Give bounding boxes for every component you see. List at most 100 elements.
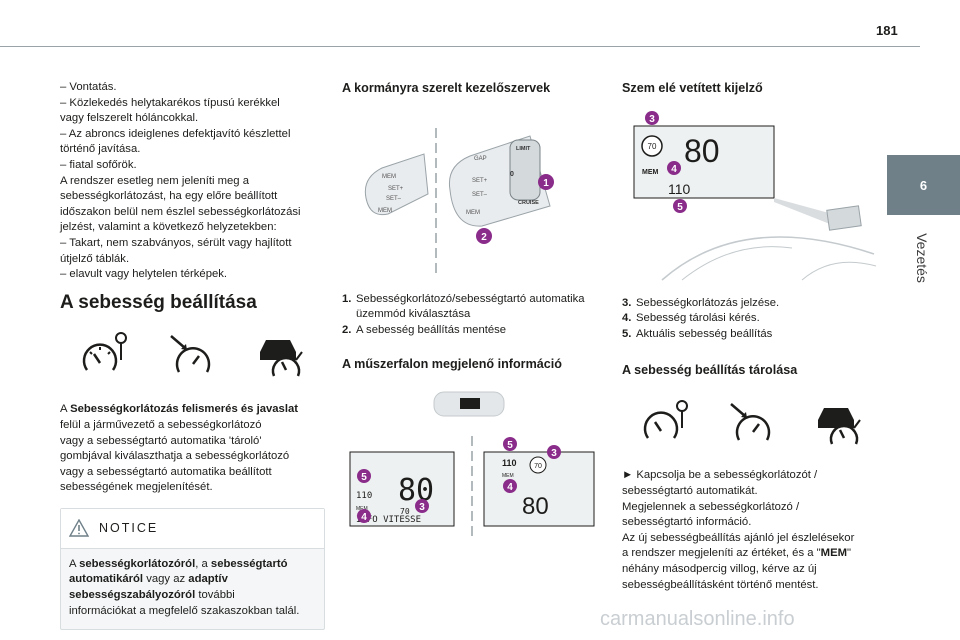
store-paragraph-line: néhány másodpercig villog, kérve az új <box>622 562 817 575</box>
legend-number: 1. <box>342 292 352 305</box>
cluster-right-set-speed: 110 <box>502 458 517 468</box>
intro-line: – Közlekedés helytakarékos típusú kerékk… <box>60 96 280 109</box>
notice-text-part: automatikáról <box>69 573 144 586</box>
legend-number: 2. <box>342 323 352 336</box>
legend-text: Sebességkorlátozó/sebességtartó automati… <box>356 292 585 321</box>
stalk-label-set-minus: SET– <box>472 192 488 198</box>
badge-5-left <box>357 469 371 484</box>
legend-text: Sebesség tárolási kérés. <box>636 312 760 325</box>
notice-text-part: adaptív <box>188 573 228 586</box>
car-speed-gauge-icon <box>817 408 861 445</box>
badge-2-label: 2 <box>481 232 487 243</box>
cluster-right-sign-value: 70 <box>534 463 542 470</box>
intro-line: – Takart, nem szabványos, sérült vagy ha… <box>60 236 292 249</box>
badge-3-hud <box>645 111 659 125</box>
notice-line-1: A sebességkorlátozóról, a sebességtartó <box>69 557 316 573</box>
car-speed-gauge-icon <box>259 340 303 377</box>
notice-text-part: vagy az <box>143 573 189 586</box>
paragraph-line: vagy a sebességtartó automatika 'tároló' <box>60 434 262 447</box>
cluster-info-title: A műszerfalon megjelenő információ <box>342 357 562 372</box>
speed-limit-sign-gauge-icon <box>644 400 689 440</box>
badge-3-right-label: 3 <box>551 448 557 459</box>
hud-sign-circle <box>641 135 663 157</box>
badge-4-left-label: 4 <box>361 512 367 523</box>
stalk-label-mem: MEM <box>466 210 480 216</box>
badge-5-hud-label: 5 <box>677 202 683 213</box>
instrument-cluster-illustration: 80 110 MEM 70 INFO VITESSE 80 110 MEM 70… <box>349 391 595 537</box>
notice-line-2: automatikáról vagy az adaptív <box>69 572 316 588</box>
header-rule <box>0 46 920 47</box>
intro-line: – Az abroncs ideiglenes defektjavító kés… <box>60 127 291 140</box>
paragraph-line: felül a járművezető a sebességkorlátozó <box>60 418 262 431</box>
hud-mem: MEM <box>642 169 659 176</box>
intro-line: vagy felszerelt hóláncokkal. <box>60 112 199 125</box>
cluster-left-set-speed: 110 <box>356 491 372 501</box>
head-up-display-illustration: 70 80 MEM 110 3 4 5 <box>633 111 877 281</box>
legend-number: 4. <box>622 312 632 325</box>
hud-title: Szem elé vetített kijelző <box>622 81 763 95</box>
paragraph-rest: felül a járművezető a sebességkorlátozó v… <box>60 418 325 496</box>
paragraph-line: vagy a sebességtartó automatika beállíto… <box>60 465 272 478</box>
store-paragraph-line: sebességtartó információ. <box>622 516 752 529</box>
watermark: carmanualsonline.info <box>600 608 795 630</box>
recognition-paragraph: A Sebességkorlátozás felismerés és javas… <box>60 402 325 496</box>
legend-text: A sebesség beállítás mentése <box>356 323 507 336</box>
intro-line: – fiatal sofőrök. <box>60 158 137 171</box>
intro-line: történő javítása. <box>60 143 141 156</box>
badge-1-label: 1 <box>543 178 549 189</box>
store-speed-title: A sebesség beállítás tárolása <box>622 363 798 378</box>
store-paragraph-line: ► Kapcsolja be a sebességkorlátozót / <box>622 469 818 482</box>
notice-text-part: sebességkorlátozóról <box>79 557 196 570</box>
legend-item: 3.Sebességkorlátozás jelzése. <box>622 296 882 312</box>
speed-limit-sign-gauge-icon <box>82 332 128 372</box>
notice-line-4: információkat a megfelelő szakaszokban t… <box>69 604 300 617</box>
intro-line: sebességkorlátozást, ha egy előre beállí… <box>60 190 278 203</box>
store-paragraph-line: Az új sebességbeállítás ajánló jel észle… <box>622 531 855 544</box>
paragraph-line: sebességének megjelenítését. <box>60 481 213 494</box>
cluster-left-speed: 80 <box>398 473 434 508</box>
controls-legend-list: 1. Sebességkorlátozó/sebességtartó automa… <box>342 292 612 339</box>
chapter-tab[interactable]: 6 <box>887 155 960 215</box>
notice-box: NOTICE A sebességkorlátozóról, a sebessé… <box>60 507 325 631</box>
legend-number: 5. <box>622 327 632 340</box>
legend-item: 4. Sebesség tárolási kérés. <box>622 311 882 327</box>
store-paragraph-line: Megjelennek a sebességkorlátozó / <box>622 500 800 513</box>
hud-sign-value: 70 <box>648 142 657 151</box>
badge-4-hud-label: 4 <box>671 164 677 175</box>
intro-line: A rendszer esetleg nem jeleníti meg a <box>60 174 250 187</box>
legend-item: 5.Aktuális sebesség beállítás <box>622 327 882 343</box>
column-2: A kormányra szerelt kezelőszervek MEM SE… <box>342 80 612 542</box>
notice-title: NOTICE <box>99 520 159 535</box>
intro-line: – Vontatás. <box>60 81 117 93</box>
hud-speed: 80 <box>684 133 720 169</box>
store-paragraph: ► Kapcsolja be a sebességkorlátozót / seb… <box>622 468 882 593</box>
chapter-name: Vezetés <box>914 233 930 283</box>
stalk-label-set-plus: SET+ <box>472 178 488 184</box>
section-title: A sebesség beállítása <box>60 291 257 313</box>
cluster-left-sign-value: 70 <box>400 507 410 516</box>
badge-3-right <box>547 445 561 460</box>
store-paragraph-lines: ► Kapcsolja be a sebességkorlátozót / seb… <box>622 468 882 546</box>
cluster-right-speed: 80 <box>522 493 549 520</box>
page-number: 181 <box>876 23 898 38</box>
intro-line: útjelző táblák. <box>60 252 130 265</box>
badge-3-left-label: 3 <box>419 502 425 513</box>
badge-5-right-label: 5 <box>507 440 513 451</box>
warning-triangle-icon <box>69 519 89 538</box>
notice-text-part: további <box>195 589 235 602</box>
speed-icons-row <box>60 320 325 390</box>
cluster-right-mem: MEM <box>502 473 514 479</box>
speed-recommendation-gauge-icon <box>730 403 771 441</box>
store-paragraph-line: sebességtartó automatikát. <box>622 484 758 497</box>
badge-5-hud <box>673 199 687 213</box>
column-1: – Vontatás. – Közlekedés helytakarékos tí… <box>60 80 325 631</box>
notice-header: NOTICE <box>61 508 324 549</box>
badge-5-right <box>503 437 517 452</box>
stalk-label-gap: GAP <box>474 156 487 162</box>
store-paragraph-mem-line: a rendszer megjeleníti az értéket, és a … <box>622 547 852 560</box>
badge-4-hud <box>667 161 681 175</box>
paragraph-first-line: A Sebességkorlátozás felismerés és javas… <box>60 403 299 416</box>
stalk-label-cruise: CRUISE <box>518 200 539 206</box>
notice-text-part: A <box>69 557 80 570</box>
